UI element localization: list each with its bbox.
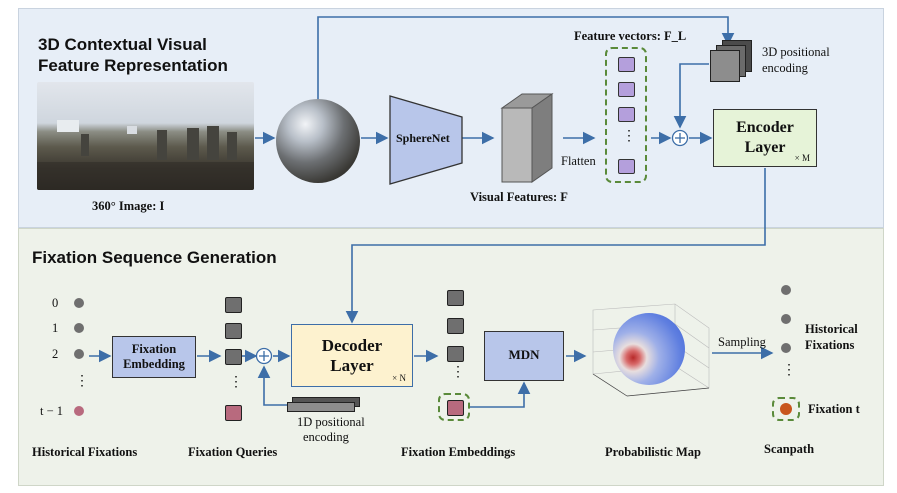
caption-probabilistic-map: Probabilistic Map	[605, 445, 701, 459]
scanpath-historical-label: Historical Fixations	[805, 321, 858, 353]
scanpath-ellipsis: ⋮	[782, 363, 796, 378]
historical-fixation-dot-0	[74, 298, 84, 308]
fixation-embeddings-ellipsis: ⋮	[451, 365, 465, 380]
fixation-embedding-line2: Embedding	[123, 357, 185, 371]
feature-vector-2	[618, 82, 635, 97]
caption-scanpath: Scanpath	[764, 442, 815, 456]
caption-historical-fixations: Historical Fixations	[32, 445, 138, 459]
decoder-line1: Decoder	[321, 336, 383, 355]
new-fixation-outline	[772, 397, 800, 421]
fixation-query-last	[225, 405, 242, 421]
decoder-repeat: × N	[392, 373, 406, 383]
pos-enc-1d-line1: 1D positional	[297, 415, 365, 429]
encoder-layer-box: Encoder Layer × M	[713, 109, 817, 167]
top-title-line2: Feature Representation	[38, 56, 228, 75]
feature-vector-3	[618, 107, 635, 122]
spherenet-block	[389, 95, 463, 185]
feature-vectors-group	[605, 47, 647, 183]
image-label: 360° Image: I	[92, 199, 165, 213]
historical-fixations-ellipsis: ⋮	[75, 374, 89, 389]
fixation-embedding-token-0	[447, 290, 464, 306]
feature-vector-1	[618, 57, 635, 72]
fixation-embedding-label: Fixation Embedding	[113, 342, 195, 372]
pos-enc-3d-layer-1	[710, 50, 740, 82]
bottom-section-title: Fixation Sequence Generation	[32, 248, 277, 267]
pos-enc-1d-layer-1	[287, 402, 355, 412]
encoder-repeat: × M	[794, 153, 810, 163]
historical-fixation-dot-2	[74, 349, 84, 359]
fixation-embedding-line1: Fixation	[131, 342, 177, 356]
pos-enc-3d-label: 3D positional encoding	[762, 44, 830, 76]
encoder-line1: Encoder	[736, 119, 794, 136]
fixation-embedding-box: Fixation Embedding	[112, 336, 196, 378]
arrow-encoder-to-decoder	[345, 168, 766, 324]
pos-enc-1d-line2: encoding	[303, 430, 349, 444]
fixation-embedding-token-1	[447, 318, 464, 334]
fixation-t-label: Fixation t	[808, 402, 860, 416]
decoder-line2: Layer	[330, 356, 374, 375]
feature-vectors-label: Feature vectors: F_L	[574, 29, 687, 43]
historical-fixation-dot-last	[74, 406, 84, 416]
pos-enc-1d-label: 1D positional encoding	[297, 415, 365, 445]
encoder-line2: Layer	[744, 139, 786, 156]
historical-fixation-dot-1	[74, 323, 84, 333]
selected-embedding-outline	[438, 393, 470, 421]
top-section-title: 3D Contextual Visual Feature Representat…	[38, 34, 228, 76]
decoder-label: Decoder Layer	[292, 336, 412, 376]
arrow-posenc-to-plus	[673, 63, 709, 129]
feature-vectors-ellipsis: ⋮	[622, 129, 636, 144]
caption-fixation-embeddings: Fixation Embeddings	[401, 445, 516, 459]
scanpath-dot-0	[781, 285, 791, 295]
scanpath-dot-1	[781, 314, 791, 324]
probabilistic-map-sphere	[613, 313, 685, 385]
mdn-box: MDN	[484, 331, 564, 381]
visual-features-cube	[500, 93, 554, 183]
panorama-image	[37, 82, 254, 190]
pos-enc-3d-line1: 3D positional	[762, 45, 830, 59]
scanpath-dot-2	[781, 343, 791, 353]
flatten-label: Flatten	[561, 154, 596, 168]
scanpath-historical-line2: Fixations	[805, 338, 855, 352]
arrow-sphere-to-posenc	[317, 16, 735, 99]
mdn-label: MDN	[508, 347, 540, 362]
fixation-index-2: 2	[52, 347, 59, 361]
sampling-label: Sampling	[718, 335, 766, 349]
fixation-query-0	[225, 297, 242, 313]
fixation-index-0: 0	[52, 296, 59, 310]
panorama-scene	[37, 120, 254, 190]
pos-enc-3d-line2: encoding	[762, 61, 808, 75]
fixation-embedding-token-last	[447, 400, 464, 416]
fixation-query-1	[225, 323, 242, 339]
encoder-label: Encoder Layer	[714, 118, 816, 158]
spherenet-label: SphereNet	[396, 131, 450, 145]
visual-features-label: Visual Features: F	[470, 190, 568, 204]
top-title-line1: 3D Contextual Visual	[38, 35, 207, 54]
fixation-index-1: 1	[52, 321, 59, 335]
fixation-embedding-token-2	[447, 346, 464, 362]
decoder-layer-box: Decoder Layer × N	[291, 324, 413, 387]
feature-vector-last	[618, 159, 635, 174]
fixation-index-last: t − 1	[40, 404, 64, 418]
arrow-1dpos-to-plus	[257, 365, 287, 406]
fixation-query-2	[225, 349, 242, 365]
spherical-image	[276, 99, 360, 183]
arrow-embedding-to-mdn	[470, 381, 531, 408]
scanpath-historical-line1: Historical	[805, 322, 858, 336]
fixation-queries-ellipsis: ⋮	[229, 375, 243, 390]
caption-fixation-queries: Fixation Queries	[188, 445, 278, 459]
new-fixation-dot	[780, 403, 792, 415]
